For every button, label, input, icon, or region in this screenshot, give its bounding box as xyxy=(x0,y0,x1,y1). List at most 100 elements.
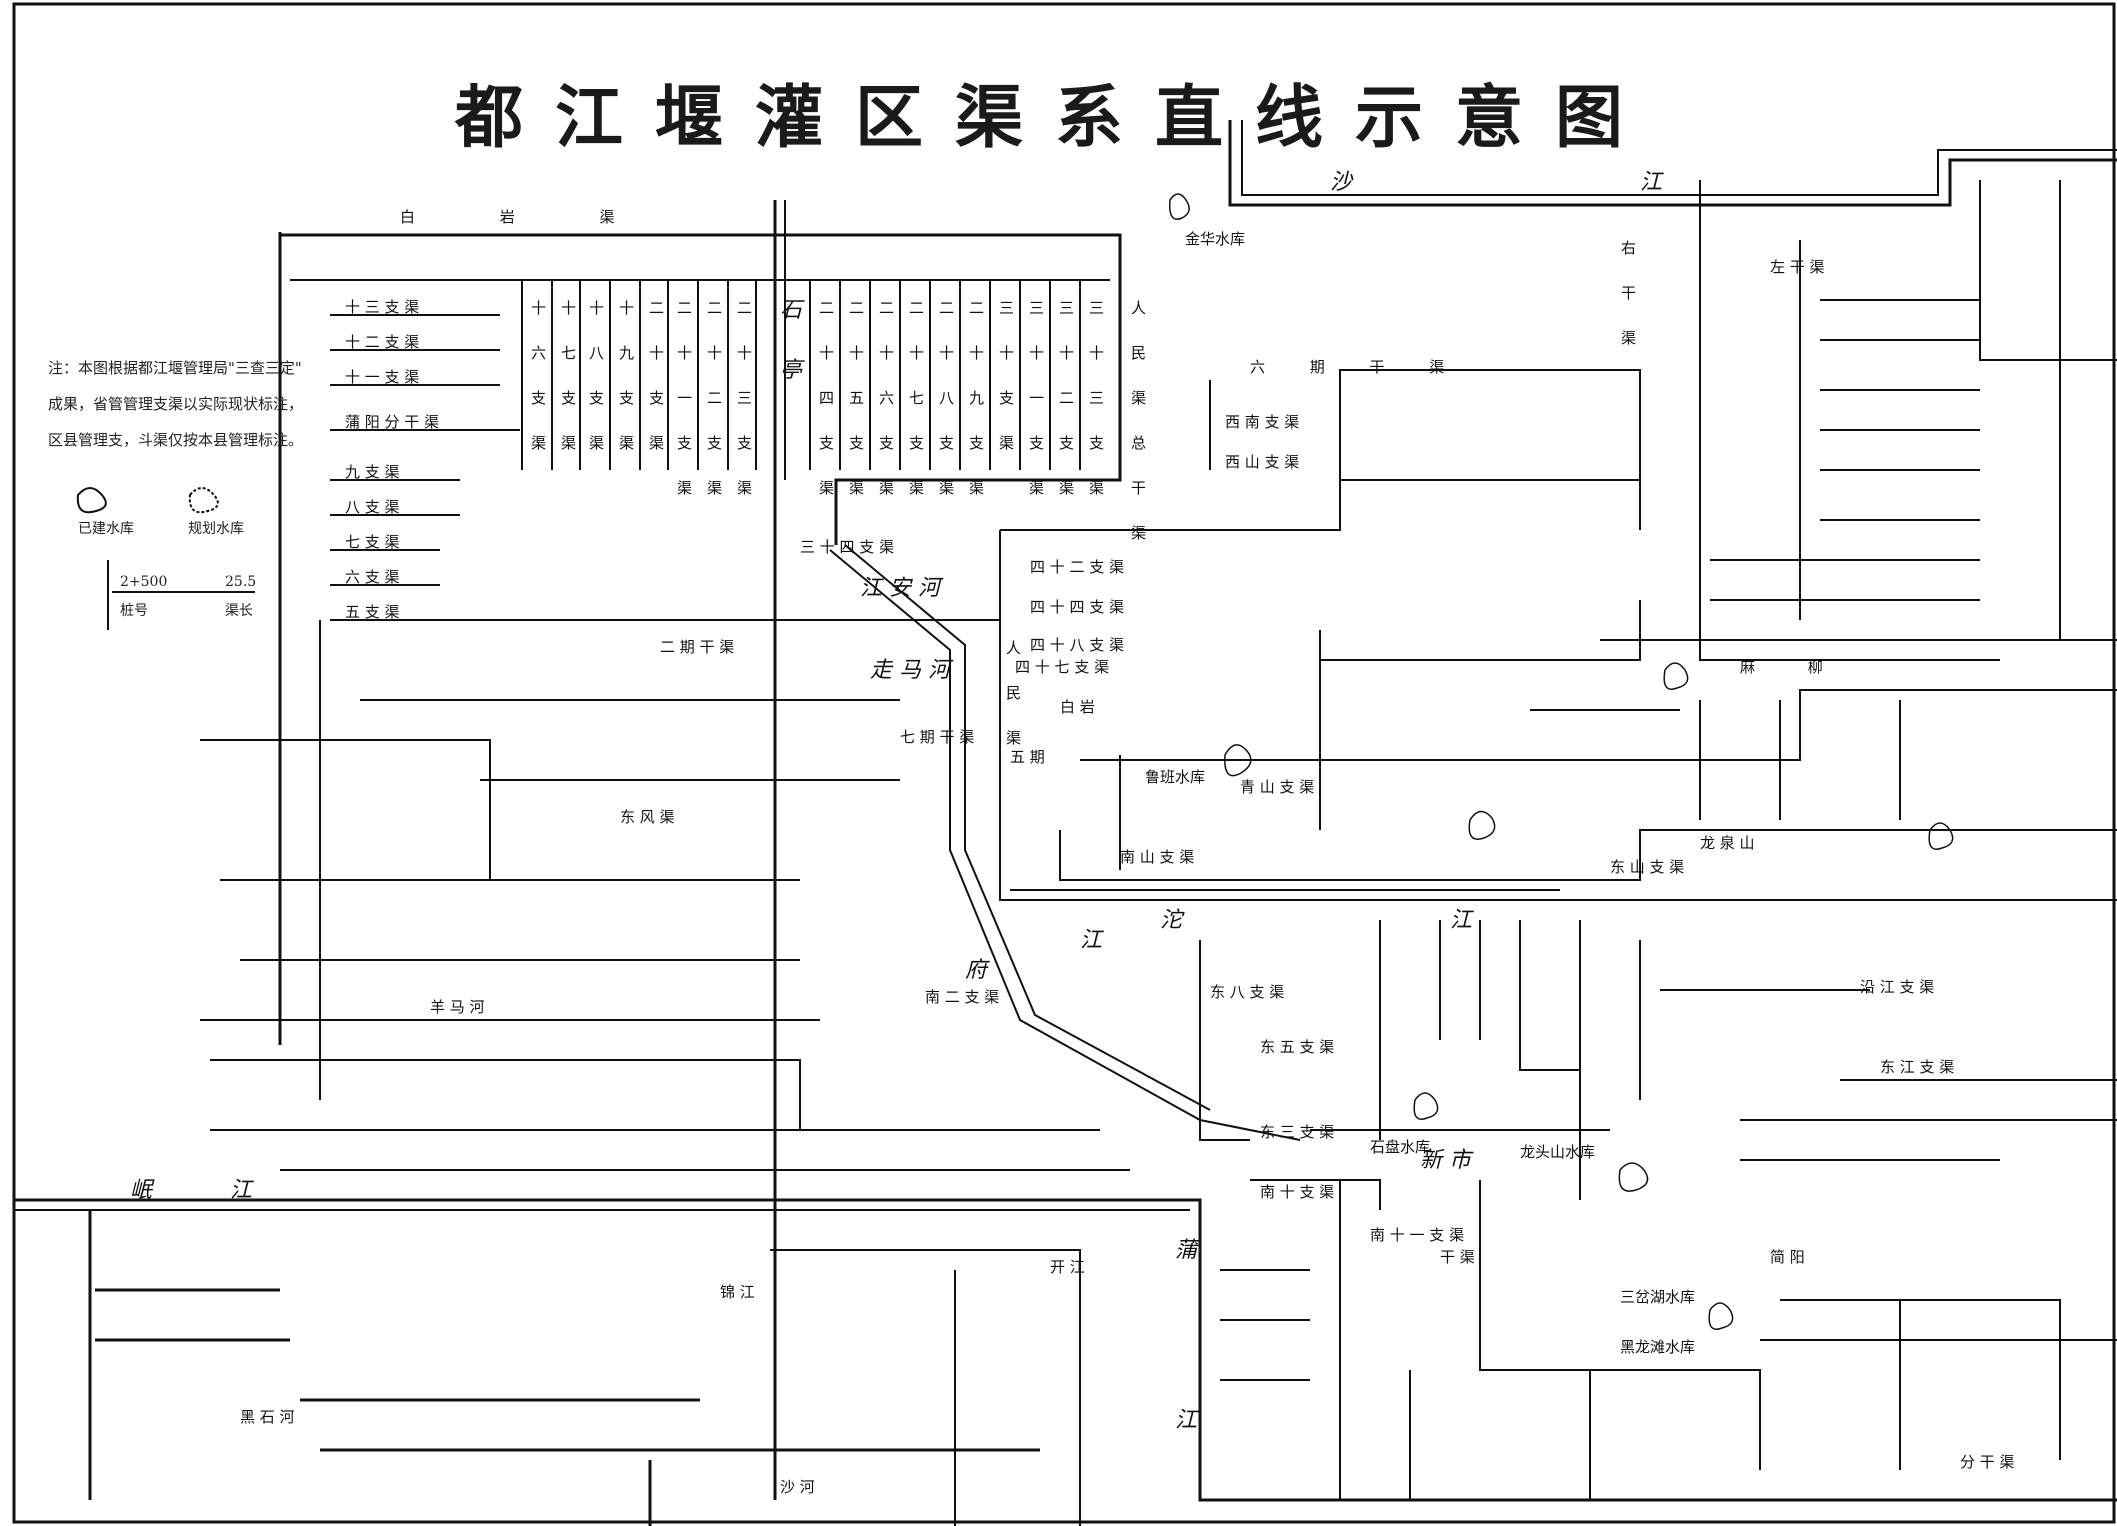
left-branch-label: 九 支 渠 xyxy=(345,463,400,481)
branch-label: 三 十 支 渠 xyxy=(997,300,1015,456)
branch-label-wuqi: 五 期 xyxy=(1010,748,1045,766)
map-border xyxy=(12,2,2116,1524)
place-label-xinshi: 新 市 xyxy=(1420,1148,1471,1173)
left-branch-label: 十 二 支 渠 xyxy=(345,333,420,351)
branch-label-dong-ba: 东 八 支 渠 xyxy=(1210,983,1285,1001)
river-label-min: 岷 xyxy=(130,1178,153,1203)
canal-label-mabao: 麻 柳 xyxy=(1740,658,1847,676)
legend-stake-label: 桩号 xyxy=(120,603,148,619)
branch-label-fenqu: 分 干 渠 xyxy=(1960,1453,2015,1471)
branch-label: 二 十 二 支 渠 xyxy=(705,300,723,501)
note-line-3: 区县管理支，斗渠仅按本县管理标注。 xyxy=(48,431,304,449)
branch-label-erqi: 二 期 干 渠 xyxy=(660,638,735,656)
canal-label-renmin-main: 人 民 渠 总 干 渠 xyxy=(1129,300,1147,546)
river-label-fu: 府 xyxy=(965,958,988,983)
branch-label-sanshi4: 三 十 四 支 渠 xyxy=(800,538,895,556)
branch-label: 十 七 支 渠 xyxy=(559,300,577,456)
branch-label-nan-shi: 南 十 支 渠 xyxy=(1260,1183,1335,1201)
branch-label-dongfeng: 东 风 渠 xyxy=(620,808,675,826)
left-branch-label: 蒲 阳 分 干 渠 xyxy=(345,413,440,431)
diagram-title: 都江堰灌区渠系直线示意图 xyxy=(455,78,1656,158)
branch-label-dong-wu: 东 五 支 渠 xyxy=(1260,1038,1335,1056)
branch-label-qinshan: 青 山 支 渠 xyxy=(1240,778,1315,796)
river-label-jiang-min: 江 xyxy=(230,1178,253,1203)
branch-label: 十 九 支 渠 xyxy=(617,300,635,456)
river-label-shiting: 石 xyxy=(780,298,803,323)
branch-label-sishi4: 四 十 四 支 渠 xyxy=(1030,598,1125,616)
renmin-main-canal xyxy=(280,233,1122,545)
left-branch-label: 七 支 渠 xyxy=(345,533,400,551)
branch-label-baiyan: 白 岩 xyxy=(1060,698,1095,716)
branch-label-xinan: 西 南 支 渠 xyxy=(1225,413,1300,431)
river-label-jiangan: 江 安 河 xyxy=(860,576,940,601)
branch-label: 二 十 八 支 渠 xyxy=(937,300,955,501)
branch-label-longquan: 龙 泉 山 xyxy=(1700,834,1755,852)
place-label-jianyang: 简 阳 xyxy=(1770,1248,1805,1266)
left-branch-label: 八 支 渠 xyxy=(345,498,400,516)
river-label-shiting2: 亭 xyxy=(780,358,803,383)
branch-label-xiyu: 西 山 支 渠 xyxy=(1225,453,1300,471)
branch-label-kaijiang: 开 江 xyxy=(1050,1258,1085,1276)
left-branch-label: 五 支 渠 xyxy=(345,603,400,621)
branch-label: 三 十 三 支 渠 xyxy=(1087,300,1105,501)
river-label-yangma: 羊 马 河 xyxy=(430,998,485,1016)
canal-label-liuqi: 六 期 干 渠 xyxy=(1250,358,1465,376)
left-branch-label: 十 一 支 渠 xyxy=(345,368,420,386)
branch-label-nanshan: 南 山 支 渠 xyxy=(1120,848,1195,866)
river-label-jinjiang: 锦 江 xyxy=(720,1283,755,1301)
river-label-heishi: 黑 石 河 xyxy=(240,1408,295,1426)
branch-label-ganqu: 干 渠 xyxy=(1440,1248,1475,1266)
branch-label: 三 十 二 支 渠 xyxy=(1057,300,1075,501)
branch-label-yanjiang: 沿 江 支 渠 xyxy=(1860,978,1935,996)
branch-label-nan-er: 南 二 支 渠 xyxy=(925,988,1000,1006)
left-branch-label: 十 三 支 渠 xyxy=(345,298,420,316)
branch-label-sishi8: 四 十 八 支 渠 xyxy=(1030,636,1125,654)
branch-label: 二 十 支 渠 xyxy=(647,300,665,456)
canal-label-baiyan: 白 岩 渠 xyxy=(400,208,655,226)
branch-label-dongjiang: 东 江 支 渠 xyxy=(1880,1058,1955,1076)
branch-label-sishi2: 四 十 二 支 渠 xyxy=(1030,558,1125,576)
branch-label-left-main: 左 干 渠 xyxy=(1770,258,1825,276)
branch-label: 二 十 五 支 渠 xyxy=(847,300,865,501)
right-main-canal xyxy=(1059,829,2117,881)
legend-built: 已建水库 xyxy=(78,521,134,537)
river-label-sha: 沙 xyxy=(1330,170,1353,195)
note-block: 注：本图根据都江堰管理局"三查三定" 成果，省管管理支渠以实际现状标注， 区县管… xyxy=(48,350,318,458)
canal-label-renmin: 人 民 渠 xyxy=(1004,640,1022,751)
river-label-fu2: 江 xyxy=(1080,928,1103,953)
branch-label: 二 十 七 支 渠 xyxy=(907,300,925,501)
reservoir-blob xyxy=(1169,193,1190,220)
river-label-zouma: 走 马 河 xyxy=(870,658,950,683)
reservoir-label: 黑龙滩水库 xyxy=(1620,1338,1696,1356)
branch-label-dong-san: 东 三 支 渠 xyxy=(1260,1123,1335,1141)
branch-label: 十 六 支 渠 xyxy=(529,300,547,456)
minjiang-river xyxy=(14,1198,2117,1502)
reservoir-label: 三岔湖水库 xyxy=(1620,1288,1696,1306)
reservoir-label: 石盘水库 xyxy=(1370,1138,1431,1156)
river-label-tuo: 沱 xyxy=(1160,908,1183,933)
branch-label: 二 十 一 支 渠 xyxy=(675,300,693,501)
canal-label-right-main: 右 干 渠 xyxy=(1619,240,1637,351)
reservoir-label: 金华水库 xyxy=(1185,230,1246,248)
top-river xyxy=(1228,120,2117,207)
branch-label-qiqi: 七 期 干 渠 xyxy=(900,728,975,746)
river-label-pu2: 江 xyxy=(1175,1408,1198,1433)
note-line-2: 成果，省管管理支渠以实际现状标注， xyxy=(48,395,304,413)
river-label-tuo2: 江 xyxy=(1450,908,1473,933)
branch-label-nan-shiyi: 南 十 一 支 渠 xyxy=(1370,1226,1465,1244)
branch-label: 二 十 九 支 渠 xyxy=(967,300,985,501)
river-label-jiang: 江 xyxy=(1640,170,1663,195)
legend-planned: 规划水库 xyxy=(188,521,244,537)
branch-label: 十 八 支 渠 xyxy=(587,300,605,456)
branch-label-sishi7: 四 十 七 支 渠 xyxy=(1015,658,1110,676)
note-line-1: 注：本图根据都江堰管理局"三查三定" xyxy=(48,359,302,377)
branch-label: 三 十 一 支 渠 xyxy=(1027,300,1045,501)
branch-label: 二 十 四 支 渠 xyxy=(817,300,835,501)
reservoir-label: 鲁班水库 xyxy=(1145,768,1206,786)
river-label-pu: 蒲 xyxy=(1175,1238,1198,1263)
legend-length-label: 渠长 xyxy=(225,603,253,619)
legend-length-value: 25.5 xyxy=(225,574,257,590)
branch-label: 二 十 六 支 渠 xyxy=(877,300,895,501)
